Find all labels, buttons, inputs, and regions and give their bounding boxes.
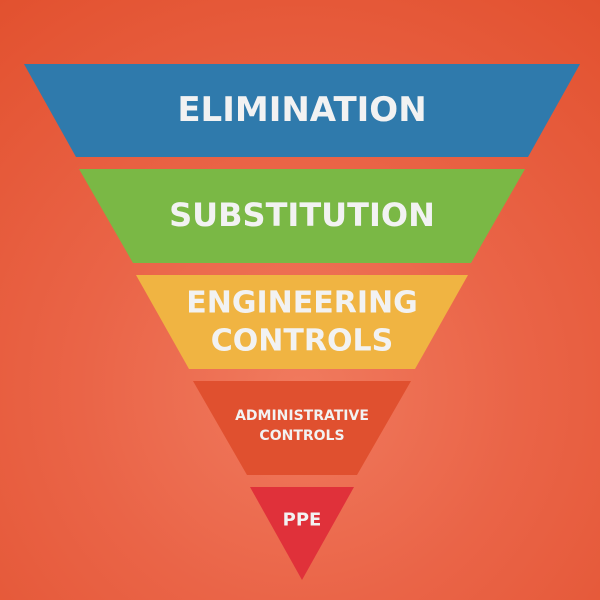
tier-administrative-controls-label-line-2: CONTROLS [259,428,344,444]
tier-substitution: SUBSTITUTION [79,169,525,263]
tier-ppe: PPE [250,487,354,580]
tier-ppe-band [250,487,354,580]
tier-engineering-controls-label-line-2: CONTROLS [211,324,393,359]
tier-administrative-controls: ADMINISTRATIVE CONTROLS [193,381,411,475]
tier-substitution-label: SUBSTITUTION [169,196,435,234]
tier-substitution-band [79,169,525,263]
tier-elimination-band [24,64,580,157]
tier-engineering-controls-band [136,275,468,369]
tier-engineering-controls: ENGINEERING CONTROLS [136,275,468,369]
tier-administrative-controls-label-line-1: ADMINISTRATIVE [235,408,369,424]
tier-elimination: ELIMINATION [24,64,580,157]
tier-ppe-label: PPE [283,510,322,531]
tier-engineering-controls-label-line-1: ENGINEERING [186,286,417,321]
tier-elimination-label: ELIMINATION [177,90,426,130]
tier-administrative-controls-band [193,381,411,475]
